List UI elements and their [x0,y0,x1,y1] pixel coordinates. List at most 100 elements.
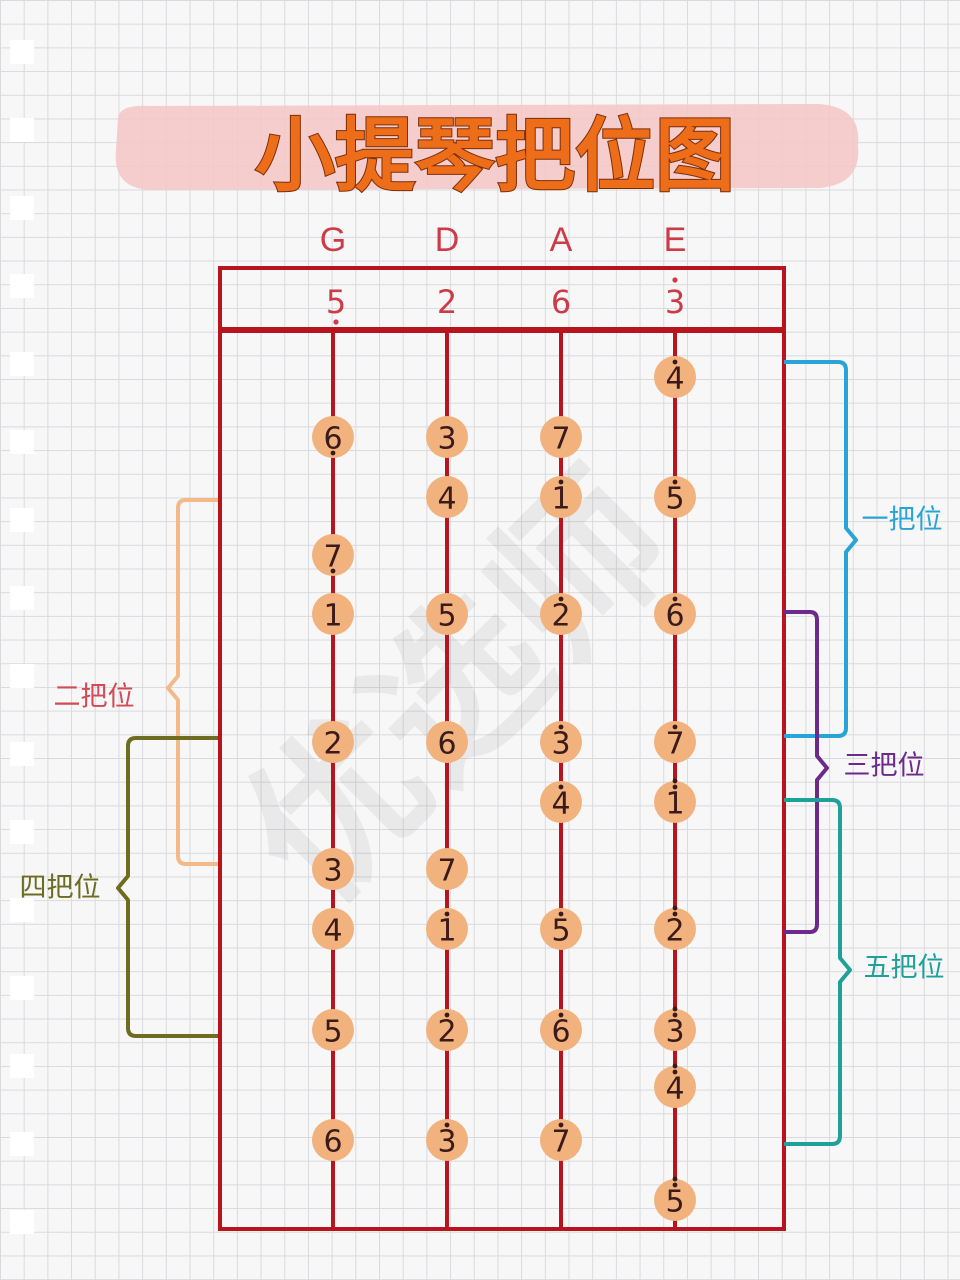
note-marker-g-12: 6 [312,1119,354,1161]
position-label-1: 一把位 [862,505,943,536]
note-marker-e-11: 4 [654,1063,696,1108]
note-digit: 6 [551,1015,570,1050]
note-marker-d-10: 2 [426,1009,468,1051]
octave-dot-above [672,724,678,730]
note-digit: 4 [551,787,570,822]
position-brackets: 一把位 三把位 五把位 二把位 四把位 [20,360,945,1146]
note-digit: 2 [323,727,342,762]
note-circle [654,1179,696,1221]
note-circle [540,1119,582,1161]
note-marker-g-4: 7 [312,534,354,576]
octave-dot-above [672,596,678,602]
note-circle [654,781,696,823]
note-marker-a-9: 5 [540,908,582,950]
note-circle [426,848,468,890]
note-circle [426,593,468,635]
note-marker-g-8: 3 [312,848,354,890]
note-circle [426,1119,468,1161]
note-digit: 7 [437,854,456,889]
note-marker-a-3: 1 [540,476,582,518]
note-marker-a-10: 6 [540,1009,582,1051]
octave-dot-above [558,724,564,730]
open-note-e: 3 [665,283,685,321]
string-name-d: D [435,221,460,259]
note-digit: 6 [323,1125,342,1160]
octave-dot-above [672,905,678,911]
note-circle [312,416,354,458]
octave-dot-above [672,359,678,365]
note-circle [654,593,696,635]
fingerboard-frame [218,266,786,1231]
note-marker-e-3: 5 [654,476,696,518]
note-digit: 4 [665,362,684,397]
page-title: 小提琴把位图 [255,110,735,203]
note-digit: 6 [323,422,342,457]
position-label-3: 三把位 [844,751,925,782]
note-marker-a-7: 4 [540,781,582,823]
note-circle [540,908,582,950]
open-note-e-dot-above [672,277,678,283]
note-circle [540,721,582,763]
note-digit: 4 [665,1072,684,1107]
note-digit: 2 [551,599,570,634]
note-circle [540,593,582,635]
note-marker-d-8: 7 [426,848,468,890]
octave-dot-above [558,1012,564,1018]
note-marker-e-6: 7 [654,721,696,763]
note-circle [540,1009,582,1051]
octave-dot-above [672,911,678,917]
open-notes: 5 2 6 3 [326,277,685,325]
note-digit: 1 [437,914,456,949]
note-digit: 5 [437,599,456,634]
note-marker-d-12: 3 [426,1119,468,1161]
position-bracket-4 [116,736,218,1038]
octave-dot-above [672,778,678,784]
note-circle [426,476,468,518]
octave-dot-above [558,784,564,790]
note-circle [654,476,696,518]
string-names: G D A E [320,221,687,259]
note-marker-e-5: 6 [654,593,696,635]
position-label-4: 四把位 [20,873,101,904]
note-marker-d-9: 1 [426,908,468,950]
note-circle [654,356,696,398]
note-digit: 6 [665,599,684,634]
note-digit: 6 [437,727,456,762]
note-digit: 5 [665,1185,684,1220]
string-name-e: E [664,221,687,259]
octave-dot-below [330,450,336,456]
note-digit: 3 [323,854,342,889]
octave-dot-above [672,784,678,790]
open-note-a: 6 [551,283,571,321]
note-digit: 3 [551,727,570,762]
note-digit: 7 [551,422,570,457]
title-block: 小提琴把位图 [115,104,859,204]
octave-dot-above [672,1012,678,1018]
note-marker-g-6: 2 [312,721,354,763]
position-bracket-5 [784,798,852,1146]
note-circle [312,908,354,950]
note-digit: 5 [323,1015,342,1050]
note-marker-d-6: 6 [426,721,468,763]
note-digit: 3 [437,422,456,457]
note-circle [540,416,582,458]
note-marker-e-10: 3 [654,1006,696,1051]
note-digit: 2 [665,914,684,949]
note-circle [312,534,354,576]
octave-dot-above [672,1006,678,1012]
octave-dot-above [672,1176,678,1182]
octave-dot-above [558,596,564,602]
note-digit: 5 [551,914,570,949]
note-digit: 7 [323,540,342,575]
note-digit: 5 [665,482,684,517]
note-circle [426,908,468,950]
octave-dot-below [330,568,336,574]
position-label-2: 二把位 [54,682,135,713]
octave-dot-above [672,1069,678,1075]
octave-dot-above [444,1012,450,1018]
octave-dot-above [444,911,450,917]
note-marker-g-9: 4 [312,908,354,950]
note-digit: 2 [437,1015,456,1050]
note-circle [312,721,354,763]
